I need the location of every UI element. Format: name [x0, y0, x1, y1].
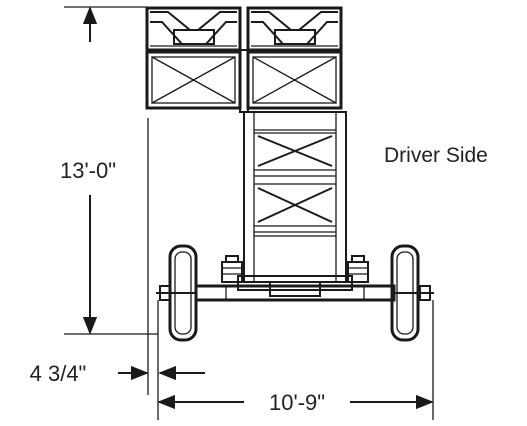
- light-head-left: [145, 6, 242, 52]
- driver-side-label: Driver Side: [384, 144, 488, 167]
- height-label: 13'-0": [60, 158, 116, 183]
- mast: [243, 111, 347, 283]
- width-dimension: 10'-9": [157, 300, 434, 420]
- panel-left: [145, 50, 242, 110]
- panel-right: [246, 50, 343, 110]
- width-label: 10'-9": [269, 390, 325, 415]
- light-head-right: [246, 6, 343, 52]
- jack-left: [221, 255, 243, 283]
- offset-dimension: 4 3/4": [30, 118, 205, 420]
- wheel-left: [168, 244, 198, 342]
- jack-right: [347, 255, 369, 283]
- wheel-right: [390, 244, 420, 342]
- offset-label: 4 3/4": [30, 361, 87, 386]
- base-frame: [194, 275, 396, 302]
- height-dimension: 13'-0": [60, 6, 158, 335]
